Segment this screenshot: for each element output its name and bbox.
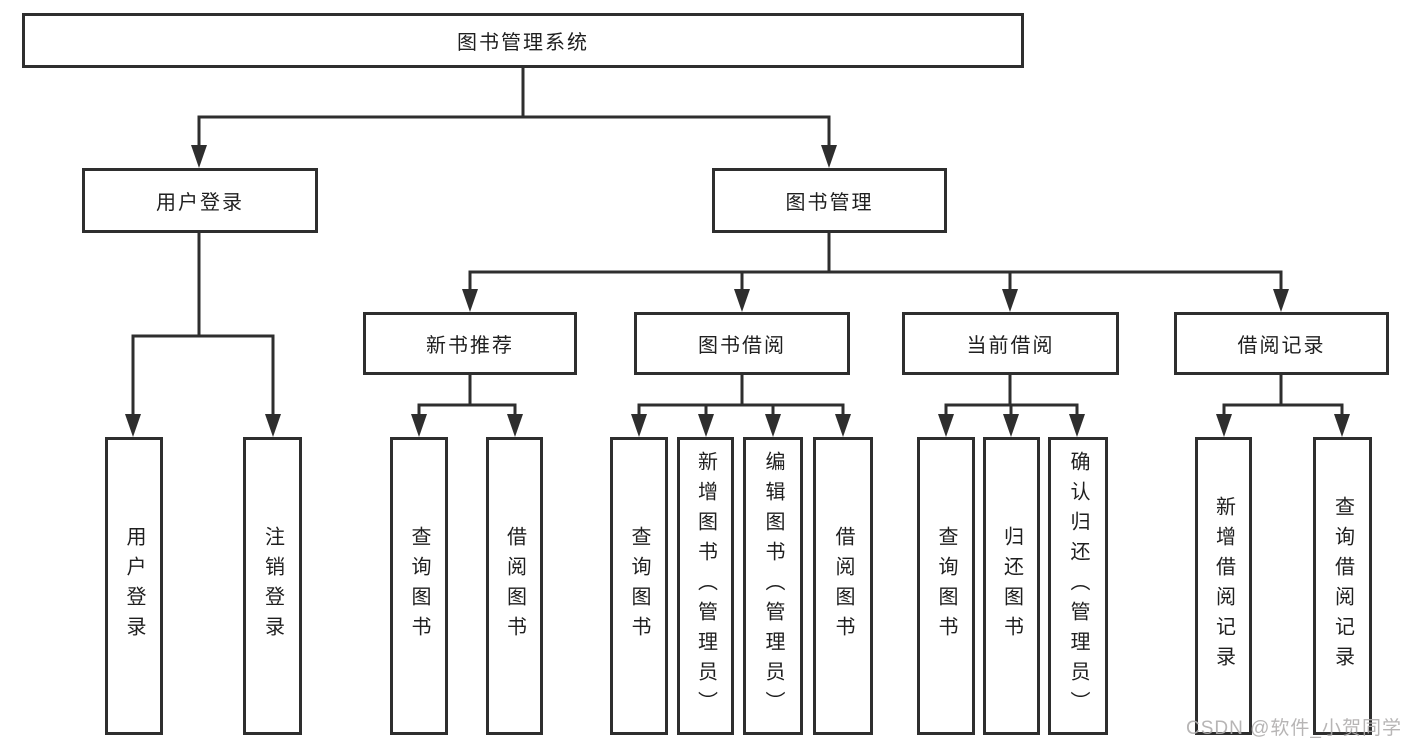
leaf-logout: 注销登录 (243, 437, 302, 735)
leaf-query-borrow-record: 查询借阅记录 (1313, 437, 1372, 735)
leaf-recommend-query-books: 查询图书 (390, 437, 448, 735)
node-current-borrow: 当前借阅 (902, 312, 1119, 375)
leaf-recommend-borrow-books: 借阅图书 (486, 437, 543, 735)
connector-user-login-children (125, 231, 281, 437)
node-borrow-records: 借阅记录 (1174, 312, 1389, 375)
connector-borrow-records-children (1216, 373, 1350, 437)
leaf-return-book: 归还图书 (983, 437, 1040, 735)
connector-new-book-recommend-children (411, 373, 523, 437)
node-book-management: 图书管理 (712, 168, 947, 233)
leaf-edit-book-admin: 编辑图书（管理员） (743, 437, 803, 735)
leaf-confirm-return-admin: 确认归还（管理员） (1048, 437, 1108, 735)
connector-book-borrow-children (631, 373, 851, 437)
node-user-login: 用户登录 (82, 168, 318, 233)
csdn-watermark: CSDN @软件_小贺同学 (1186, 718, 1402, 739)
leaf-borrow-query-books: 查询图书 (610, 437, 668, 735)
connector-root-to-level2 (191, 66, 837, 168)
connector-current-borrow-children (938, 373, 1085, 437)
leaf-user-login: 用户登录 (105, 437, 163, 735)
node-book-borrow: 图书借阅 (634, 312, 850, 375)
connector-book-management-children (462, 231, 1289, 312)
node-root-system: 图书管理系统 (22, 13, 1024, 68)
leaf-borrow-books: 借阅图书 (813, 437, 873, 735)
node-new-book-recommend: 新书推荐 (363, 312, 577, 375)
leaf-add-borrow-record: 新增借阅记录 (1195, 437, 1252, 735)
leaf-current-query-books: 查询图书 (917, 437, 975, 735)
leaf-add-book-admin: 新增图书（管理员） (677, 437, 734, 735)
